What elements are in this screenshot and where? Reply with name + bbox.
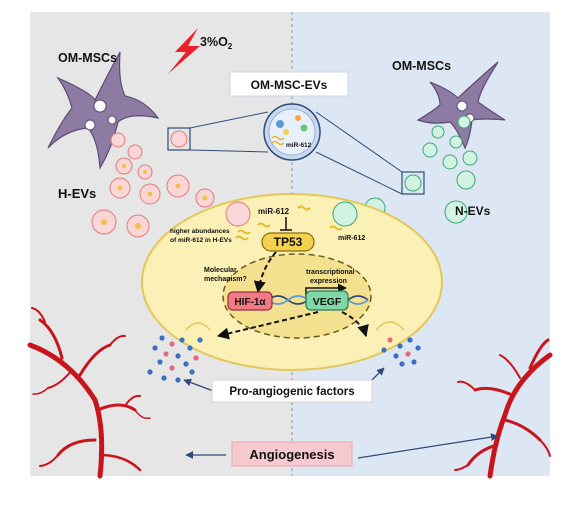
angiogenesis-box	[231, 441, 353, 467]
vegf-box	[305, 290, 349, 311]
blood-vessel-left-icon	[27, 307, 151, 479]
tp53-label: TP53	[274, 235, 303, 249]
tp53-box	[261, 232, 315, 252]
transcriptional-line2: expression	[310, 278, 347, 285]
zoom-line	[315, 151, 403, 195]
secretion-arrow-right	[341, 311, 369, 338]
zoom-box-right	[401, 171, 425, 195]
h-ev-entering-icon	[225, 201, 251, 227]
blood-vessel-right-icon	[454, 338, 553, 479]
vegf-label: VEGF	[313, 296, 342, 308]
pro-angiogenic-label: Pro-angiogenic factors	[229, 386, 354, 398]
mirna-icon	[235, 205, 343, 241]
hif1a-label: HIF-1α	[234, 297, 266, 308]
molecular-line2: mechanism?	[204, 276, 247, 283]
hif1a-box	[227, 291, 273, 311]
n-ev-entering-icon	[332, 201, 358, 227]
n-evs-label: N-EVs	[455, 204, 491, 218]
higher-abundance-line2: of miR-612 in H-EVs	[170, 237, 232, 244]
ev-zoom-vesicle-icon	[263, 103, 321, 161]
factors-arrow-left	[183, 378, 217, 393]
molecular-line1: Molecular	[204, 267, 237, 274]
msc-cell-left-icon	[47, 51, 160, 170]
oxygen-label: 3%O2	[200, 35, 233, 51]
vesicle-mirna-label: miR-612	[286, 142, 312, 149]
om-mscs-right-label: OM-MSCs	[392, 59, 451, 73]
pro-angiogenic-box	[211, 379, 373, 403]
angiogenesis-label: Angiogenesis	[249, 447, 334, 462]
secretion-arrow-left	[216, 311, 319, 340]
zoom-line	[189, 149, 269, 153]
secretion-vesicle-left-icon	[185, 322, 211, 331]
zoom-box-left	[167, 127, 191, 151]
om-msc-evs-label: OM-MSC-EVs	[251, 78, 328, 92]
h-evs-cluster-icon	[91, 130, 248, 238]
hypoxia-lightning-icon	[168, 28, 200, 74]
h-evs-label: H-EVs	[58, 186, 96, 201]
tp53-to-hif-arrow	[253, 251, 277, 294]
secretion-vesicle-right-icon	[375, 321, 405, 331]
om-msc-evs-box	[229, 71, 349, 97]
zoom-line	[189, 111, 269, 129]
angiogenesis-arrow-right	[357, 433, 499, 459]
mir612-top-label: miR-612	[258, 207, 290, 216]
transcriptional-line1: transcriptional	[306, 269, 355, 276]
pro-angiogenic-factors-left-icon	[147, 335, 203, 383]
h-evs-cargo	[101, 164, 208, 229]
om-mscs-left-label: OM-MSCs	[58, 51, 117, 65]
zoom-line	[315, 111, 403, 173]
higher-abundance-line1: higher abundances	[170, 228, 230, 235]
mir612-right-label: miR-612	[338, 235, 365, 242]
pro-angiogenic-factors-right-icon	[381, 337, 421, 367]
